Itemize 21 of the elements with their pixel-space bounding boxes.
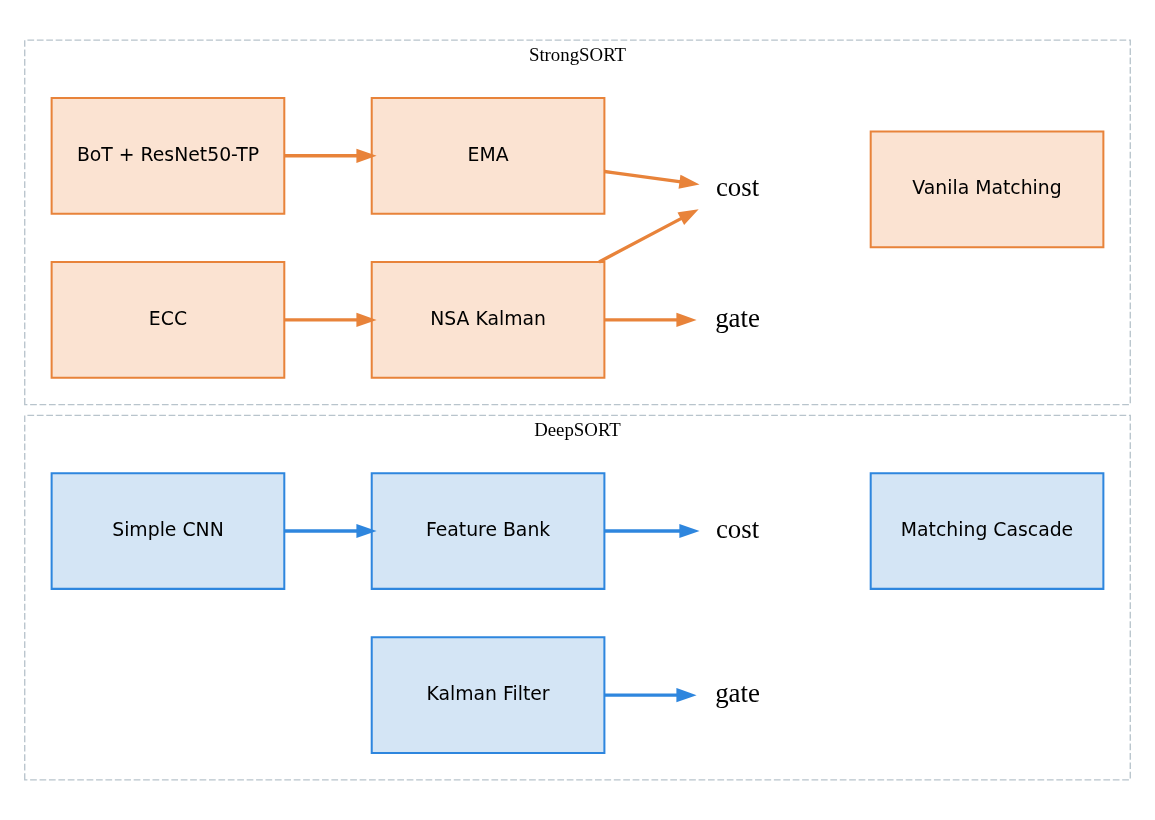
arrow bbox=[284, 148, 377, 163]
arrow bbox=[598, 209, 699, 264]
node-box: Vanila Matching bbox=[869, 130, 1105, 249]
node-box: NSA Kalman bbox=[370, 261, 606, 379]
node-box: Feature Bank bbox=[370, 472, 606, 590]
node-box: Simple CNN bbox=[50, 472, 286, 590]
node-box: ECC bbox=[50, 261, 286, 379]
arrow bbox=[604, 312, 697, 327]
node-text: cost bbox=[715, 172, 760, 203]
node-box: BoT + ResNet50-TP bbox=[50, 96, 286, 215]
node-text: gate bbox=[715, 677, 760, 708]
arrow bbox=[604, 688, 697, 703]
arrow bbox=[604, 169, 700, 189]
node-text: cost bbox=[715, 513, 760, 544]
node-box: EMA bbox=[370, 96, 606, 215]
node-box: Matching Cascade bbox=[869, 472, 1105, 590]
node-box: Kalman Filter bbox=[370, 636, 606, 754]
arrow bbox=[604, 523, 700, 539]
arrow bbox=[284, 312, 377, 327]
arrow bbox=[284, 523, 377, 539]
node-text: gate bbox=[715, 302, 760, 333]
